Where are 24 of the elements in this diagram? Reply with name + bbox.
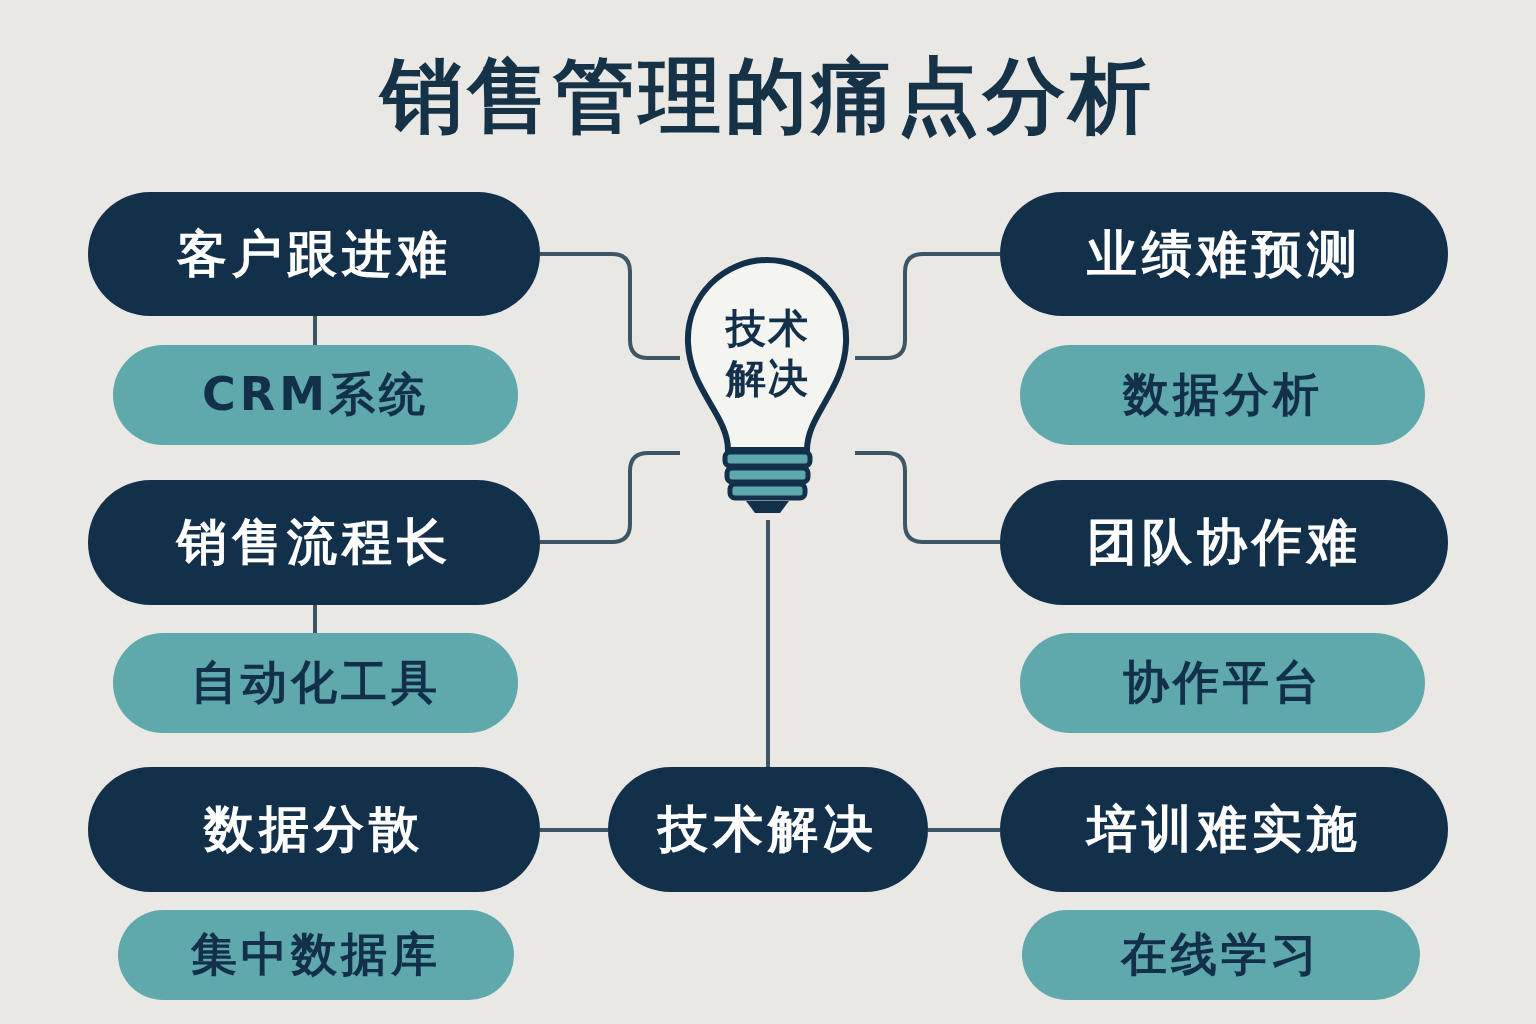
- connector-line: [928, 828, 1000, 832]
- solution-pill: 数据分析: [1020, 345, 1425, 445]
- connector-line: [766, 520, 770, 767]
- connector-line: [540, 252, 680, 360]
- problem-pill: 客户跟进难: [88, 192, 540, 316]
- problem-pill: 团队协作难: [1000, 480, 1448, 605]
- solution-pill: 协作平台: [1020, 633, 1425, 733]
- problem-pill: 业绩难预测: [1000, 192, 1448, 316]
- problem-pill: 培训难实施: [1000, 767, 1448, 892]
- solution-pill: 集中数据库: [118, 910, 514, 1000]
- connector-line: [855, 451, 1000, 544]
- solution-pill: 在线学习: [1022, 910, 1420, 1000]
- connector-line: [540, 451, 680, 544]
- connector-line: [313, 316, 317, 345]
- solution-pill: 自动化工具: [113, 633, 518, 733]
- connector-line: [540, 828, 608, 832]
- problem-pill: 销售流程长: [88, 480, 540, 605]
- bulb-label: 技术解决: [724, 304, 811, 403]
- connector-line: [313, 605, 317, 633]
- title: 销售管理的痛点分析: [0, 42, 1536, 152]
- connector-line: [855, 252, 1000, 360]
- solution-pill: CRM系统: [113, 345, 518, 445]
- problem-pill: 数据分散: [88, 767, 540, 892]
- problem-pill: 技术解决: [608, 767, 928, 892]
